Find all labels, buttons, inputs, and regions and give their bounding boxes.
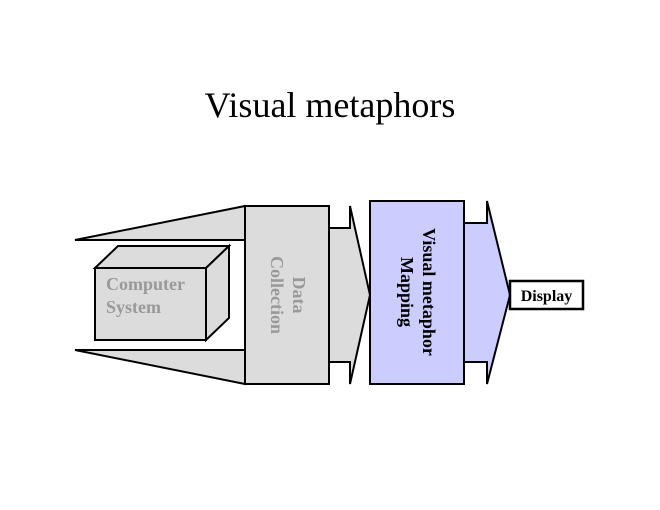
diagram-title: Visual metaphors xyxy=(204,85,456,125)
display-box: Display xyxy=(508,279,585,311)
data-collection-label-line1: Data xyxy=(289,277,309,314)
mapping-label-line2: Mapping xyxy=(397,257,417,327)
data-collection-label-line2: Collection xyxy=(267,256,287,334)
computer-system-label-line2: System xyxy=(106,297,161,317)
box-front-face xyxy=(94,267,207,341)
data-collection-rect xyxy=(244,205,330,385)
display-label: Display xyxy=(521,288,573,305)
display-rect xyxy=(508,279,585,311)
data-collection-box: Data Collection xyxy=(244,205,330,385)
arrow-gray xyxy=(328,205,372,385)
computer-system-label-line1: Computer xyxy=(106,274,185,294)
computer-system-box: Computer System xyxy=(92,243,232,343)
visual-metaphor-mapping-box: Visual metaphor Mapping xyxy=(369,200,465,385)
arrow-blue xyxy=(463,200,512,385)
mapping-label-line1: Visual metaphor xyxy=(419,228,439,356)
funnel-bottom-wedge xyxy=(74,349,246,386)
funnel-top-wedge xyxy=(74,204,246,241)
mapping-rect xyxy=(369,200,465,385)
